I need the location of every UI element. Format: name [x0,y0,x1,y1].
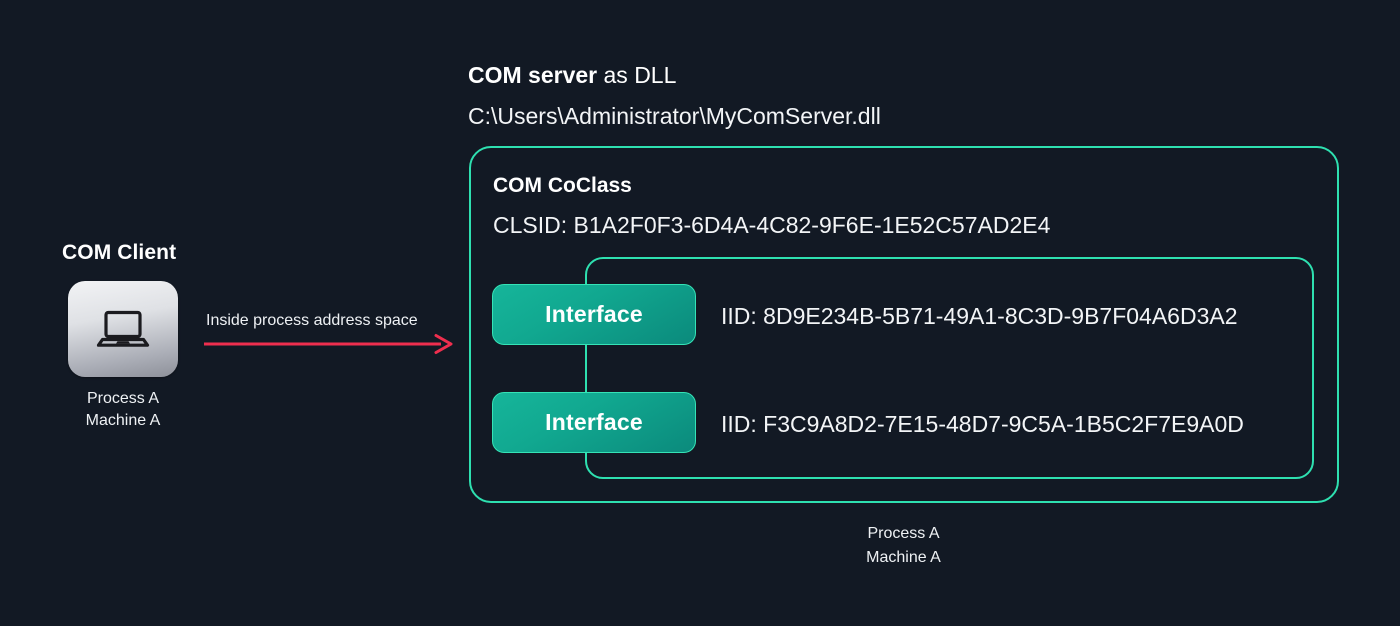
coclass-title: COM CoClass [493,174,632,197]
interface-pill-1[interactable]: Interface [492,284,696,345]
com-server-title-strong: COM server [468,62,598,88]
com-client-machine: Machine A [85,412,161,429]
com-client-process: Process A [86,390,160,407]
com-server-process: Process A [867,525,940,542]
com-server-title-rest: as DLL [597,62,677,88]
com-server-title: COM server as DLL [468,62,676,89]
com-server-path: C:\Users\Administrator\MyComServer.dll [468,103,881,129]
interfaces-box [585,257,1314,479]
interface-pill-2[interactable]: Interface [492,392,696,453]
arrow-right-icon [203,332,455,356]
com-client-title: COM Client [62,241,177,264]
com-client-caption: Process A Machine A [0,388,246,432]
com-client-tile [68,281,178,377]
interface-iid-1: IID: 8D9E234B-5B71-49A1-8C3D-9B7F04A6D3A… [721,303,1238,329]
interface-iid-2: IID: F3C9A8D2-7E15-48D7-9C5A-1B5C2F7E9A0… [721,411,1244,437]
interface-pill-1-label: Interface [545,301,643,327]
interface-pill-2-label: Interface [545,409,643,435]
laptop-icon [95,308,151,350]
coclass-box [469,146,1339,503]
coclass-clsid: CLSID: B1A2F0F3-6D4A-4C82-9F6E-1E52C57AD… [493,212,1051,238]
connector-label: Inside process address space [206,312,418,329]
com-server-caption: Process A Machine A [781,522,1026,570]
com-server-machine: Machine A [866,549,941,566]
